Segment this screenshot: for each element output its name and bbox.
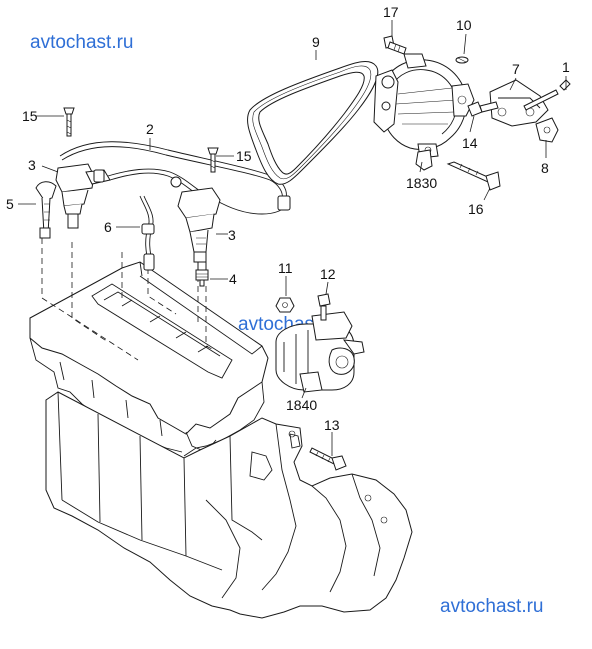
- watermark-bottom-right: avtochast.ru: [440, 596, 544, 617]
- drive-belt: [247, 61, 379, 185]
- starter-assembly: [275, 293, 365, 471]
- watermark-top-left: avtochast.ru: [30, 32, 134, 53]
- callout-1840: 1840: [286, 397, 317, 413]
- callout-7: 7: [512, 61, 520, 77]
- callout-8: 8: [541, 160, 549, 176]
- callout-15-lower: 15: [236, 148, 252, 164]
- callout-9: 9: [312, 34, 320, 50]
- callout-14: 14: [462, 135, 478, 151]
- callout-15-upper: 15: [22, 108, 38, 124]
- callout-10: 10: [456, 17, 472, 33]
- callout-3-lower: 3: [228, 227, 236, 243]
- engine-block: [29, 238, 413, 619]
- callout-6: 6: [104, 219, 112, 235]
- callout-3-upper: 3: [28, 157, 36, 173]
- leader-lines: [18, 20, 567, 456]
- callout-5: 5: [6, 196, 14, 212]
- callout-17: 17: [383, 4, 399, 20]
- ignition-assembly: [35, 107, 291, 287]
- callout-13: 13: [324, 417, 340, 433]
- callout-1: 1: [562, 59, 570, 75]
- alternator-assembly: [373, 35, 571, 191]
- callout-2: 2: [146, 121, 154, 137]
- callout-labels: 1 2 3 3 4 5 6 7 8 9 10 11 12 13 14 15 15…: [6, 4, 570, 433]
- callout-12: 12: [320, 266, 336, 282]
- callout-4: 4: [229, 271, 237, 287]
- callout-1830: 1830: [406, 175, 437, 191]
- callout-16: 16: [468, 201, 484, 217]
- callout-11: 11: [278, 260, 293, 276]
